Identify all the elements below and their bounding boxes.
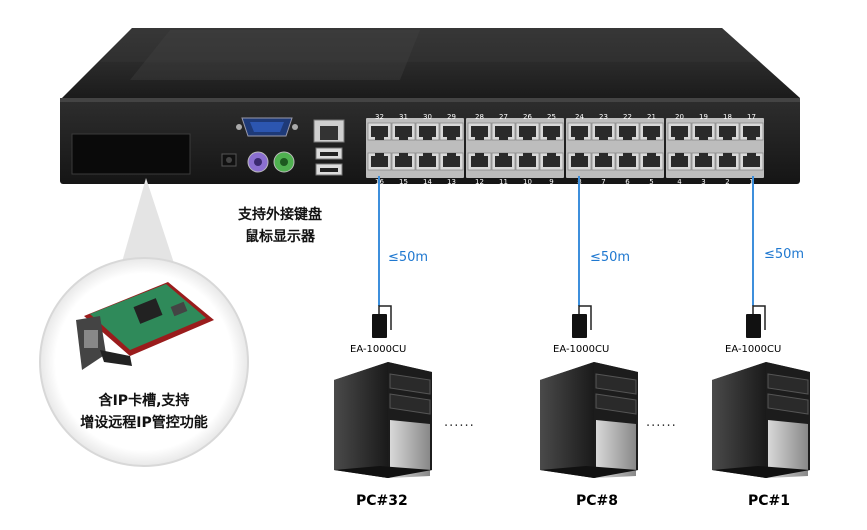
port-number-23: 23 bbox=[599, 113, 608, 121]
rj45-port-5 bbox=[639, 152, 664, 171]
rj45-port-9 bbox=[539, 152, 564, 171]
rj45-port-7 bbox=[591, 152, 616, 171]
ip-card-slot bbox=[71, 133, 191, 175]
ip-card-callout bbox=[39, 178, 249, 467]
rj45-port-18 bbox=[715, 122, 740, 141]
port-number-30: 30 bbox=[423, 113, 432, 121]
rj45-port-14 bbox=[415, 152, 440, 171]
ps2-mouse-port bbox=[273, 151, 295, 173]
port-number-31: 31 bbox=[399, 113, 408, 121]
port-number-27: 27 bbox=[499, 113, 508, 121]
rj45-port-30 bbox=[415, 122, 440, 141]
external-console-line2: 鼠标显示器 bbox=[245, 229, 315, 245]
rj45-port-31 bbox=[391, 122, 416, 141]
ps2-keyboard-port bbox=[247, 151, 269, 173]
vga-port bbox=[236, 117, 298, 137]
port-number-15: 15 bbox=[399, 178, 408, 186]
pc-label-32: PC#32 bbox=[356, 493, 408, 509]
port-number-10: 10 bbox=[523, 178, 532, 186]
port-number-29: 29 bbox=[447, 113, 456, 121]
pc-tower-1 bbox=[334, 362, 432, 478]
pc-label-8: PC#8 bbox=[576, 493, 619, 509]
rj45-port-26 bbox=[515, 122, 540, 141]
distance-label-pc1: ≤50m bbox=[764, 247, 805, 262]
rj45-port-1 bbox=[739, 152, 764, 171]
pc-label-1: PC#1 bbox=[748, 493, 791, 509]
rj45-port-17 bbox=[739, 122, 764, 141]
rj45-port-32 bbox=[367, 122, 392, 141]
ip-card-label: 含IP卡槽,支持 增设远程IP管控功能 bbox=[64, 390, 224, 434]
pc-towers bbox=[334, 362, 810, 478]
rj45-port-28 bbox=[467, 122, 492, 141]
port-number-2: 2 bbox=[725, 178, 729, 186]
rj45-port-15 bbox=[391, 152, 416, 171]
rj45-port-29 bbox=[439, 122, 464, 141]
adapter-2 bbox=[572, 305, 592, 338]
port-number-6: 6 bbox=[625, 178, 630, 186]
rj45-port-12 bbox=[467, 152, 492, 171]
port-number-17: 17 bbox=[747, 113, 756, 121]
port-number-22: 22 bbox=[623, 113, 632, 121]
rj45-port-24 bbox=[567, 122, 592, 141]
rj45-port-10 bbox=[515, 152, 540, 171]
ip-card-board bbox=[76, 282, 214, 370]
ip-card-line2: 增设远程IP管控功能 bbox=[80, 415, 208, 431]
rj45-port-25 bbox=[539, 122, 564, 141]
usb-ports bbox=[315, 147, 343, 176]
port-number-5: 5 bbox=[649, 178, 653, 186]
rj45-port-21 bbox=[639, 122, 664, 141]
adapter-label-pc8: EA-1000CU bbox=[553, 344, 610, 355]
rj45-port-8 bbox=[567, 152, 592, 171]
port-number-21: 21 bbox=[647, 113, 656, 121]
adapters bbox=[372, 305, 766, 338]
pc-tower-2 bbox=[540, 362, 638, 478]
rj45-port-4 bbox=[667, 152, 692, 171]
adapter-label-pc1: EA-1000CU bbox=[725, 344, 782, 355]
port-number-4: 4 bbox=[677, 178, 682, 186]
rj45-port-22 bbox=[615, 122, 640, 141]
port-number-26: 26 bbox=[523, 113, 532, 121]
port-number-25: 25 bbox=[547, 113, 556, 121]
ellipsis-right: ...... bbox=[646, 415, 677, 430]
external-console-label: 支持外接键盘 鼠标显示器 bbox=[210, 204, 350, 248]
pc-tower-3 bbox=[712, 362, 810, 478]
port-number-9: 9 bbox=[549, 178, 553, 186]
lan-port bbox=[313, 119, 345, 143]
rj45-port-16 bbox=[367, 152, 392, 171]
rj45-port-20 bbox=[667, 122, 692, 141]
ip-card-line1: 含IP卡槽,支持 bbox=[98, 393, 190, 409]
rj45-port-27 bbox=[491, 122, 516, 141]
port-number-32: 32 bbox=[375, 113, 384, 121]
adapter-1 bbox=[372, 305, 392, 338]
port-number-14: 14 bbox=[423, 178, 432, 186]
port-number-11: 11 bbox=[499, 178, 508, 186]
port-number-20: 20 bbox=[675, 113, 684, 121]
port-number-18: 18 bbox=[723, 113, 732, 121]
distance-label-pc8: ≤50m bbox=[590, 250, 631, 265]
port-number-1: 1 bbox=[749, 178, 753, 186]
rj45-port-grid: 3231302928272625242322212019181716151413… bbox=[366, 113, 764, 186]
rj45-port-2 bbox=[715, 152, 740, 171]
port-number-3: 3 bbox=[701, 178, 705, 186]
port-number-28: 28 bbox=[475, 113, 484, 121]
cables bbox=[378, 176, 754, 306]
port-number-13: 13 bbox=[447, 178, 456, 186]
ellipsis-left: ...... bbox=[444, 415, 475, 430]
port-number-7: 7 bbox=[601, 178, 605, 186]
rj45-port-11 bbox=[491, 152, 516, 171]
adapter-label-pc32: EA-1000CU bbox=[350, 344, 407, 355]
kvm-switch: 3231302928272625242322212019181716151413… bbox=[60, 28, 800, 186]
distance-label-pc32: ≤50m bbox=[388, 250, 429, 265]
rj45-port-23 bbox=[591, 122, 616, 141]
rj45-port-6 bbox=[615, 152, 640, 171]
external-console-line1: 支持外接键盘 bbox=[238, 207, 322, 223]
rj45-port-3 bbox=[691, 152, 716, 171]
rj45-port-19 bbox=[691, 122, 716, 141]
port-number-12: 12 bbox=[475, 178, 484, 186]
port-number-19: 19 bbox=[699, 113, 708, 121]
port-number-24: 24 bbox=[575, 113, 584, 121]
rj45-port-13 bbox=[439, 152, 464, 171]
adapter-3 bbox=[746, 305, 766, 338]
